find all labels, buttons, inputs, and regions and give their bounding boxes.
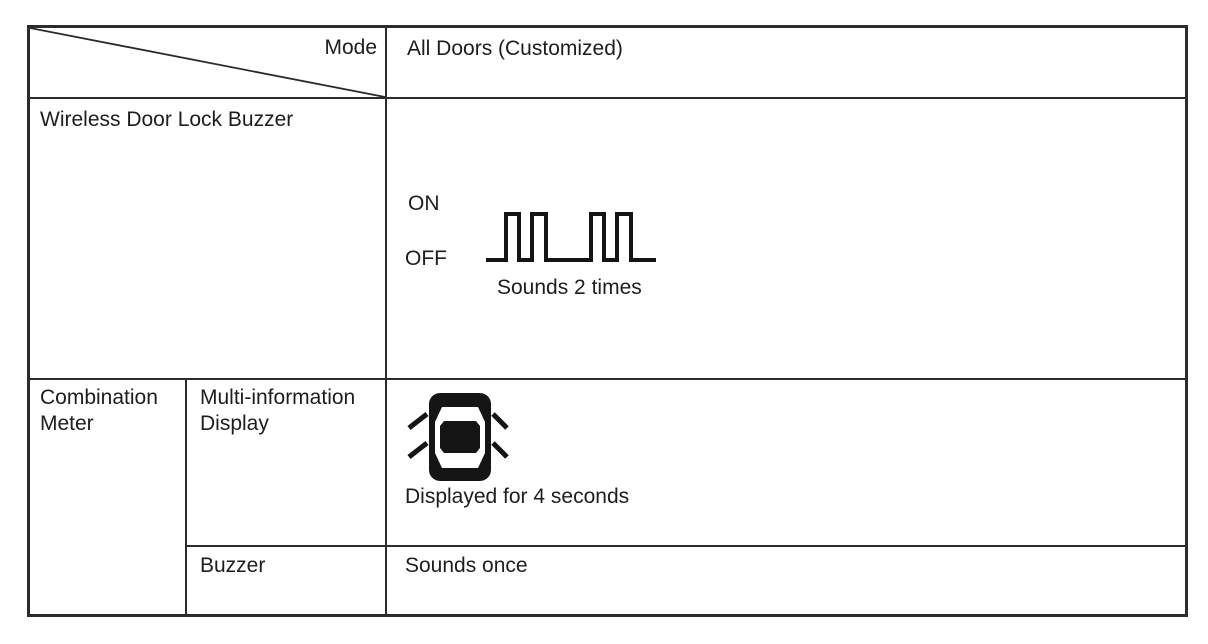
column-divider-main [385, 25, 387, 617]
column-divider-sub [185, 378, 187, 617]
row-divider-after-wireless [27, 378, 1188, 380]
header-corner-label: Mode [324, 36, 377, 59]
wireless-door-lock-buzzer-label: Wireless Door Lock Buzzer [40, 108, 294, 131]
waveform-on-label: ON [408, 192, 440, 215]
table-border-right [1185, 25, 1188, 617]
waveform-off-label: OFF [405, 247, 447, 270]
combination-meter-label: Combination Meter [40, 386, 164, 435]
multi-information-display-caption: Displayed for 4 seconds [405, 485, 630, 508]
buzzer-pulse-waveform-icon [486, 212, 656, 262]
header-mode-value: All Doors (Customized) [407, 37, 623, 60]
table-border-top [27, 25, 1188, 28]
table-border-left [27, 25, 30, 617]
customization-spec-table: Mode All Doors (Customized) Wireless Doo… [27, 25, 1188, 617]
row-divider-after-mid [185, 545, 1188, 547]
multi-information-display-label: Multi-information Display [200, 386, 362, 435]
buzzer-sub-label: Buzzer [200, 554, 266, 577]
waveform-caption: Sounds 2 times [497, 276, 642, 299]
buzzer-value: Sounds once [405, 554, 528, 577]
car-top-view-flashing-icon [407, 393, 509, 481]
row-divider-after-header [27, 97, 1188, 99]
header-diagonal-line [30, 28, 385, 97]
table-border-bottom [27, 614, 1188, 617]
